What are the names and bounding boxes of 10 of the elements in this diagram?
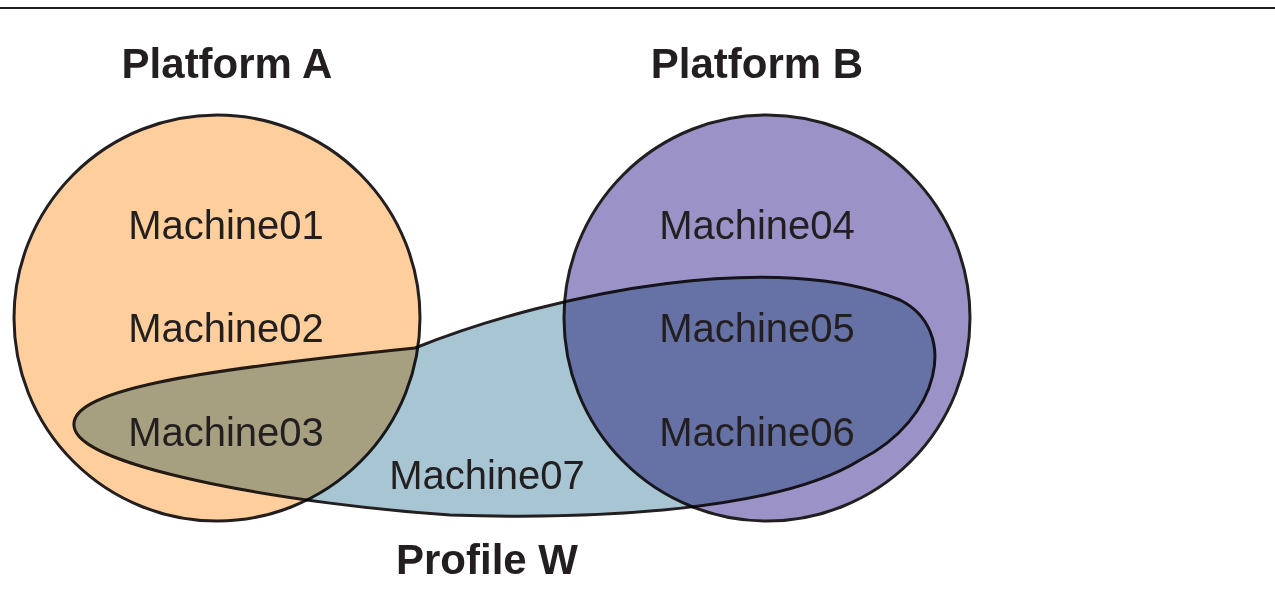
member-label: Machine03: [128, 409, 324, 455]
member-label: Machine06: [659, 409, 855, 455]
member-label: Machine01: [128, 202, 324, 248]
member-label: Machine07: [389, 452, 585, 498]
set-title: Platform A: [121, 40, 333, 88]
set-title: Profile W: [396, 536, 578, 584]
member-label: Machine04: [659, 202, 855, 248]
member-label: Machine05: [659, 305, 855, 351]
member-label: Machine02: [128, 305, 324, 351]
set-title: Platform B: [650, 40, 864, 88]
